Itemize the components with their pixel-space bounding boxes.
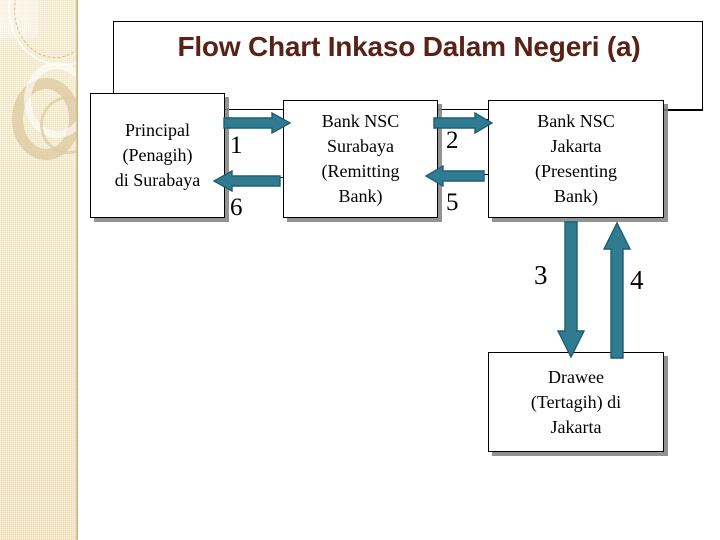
arrow-step-4 — [602, 221, 632, 359]
node-presenting-bank: Bank NSC Jakarta (Presenting Bank) — [488, 100, 664, 218]
step-label-1: 1 — [230, 132, 243, 159]
panel-edge-line — [76, 0, 78, 540]
node-remitting-bank: Bank NSC Surabaya (Remitting Bank) — [283, 100, 438, 218]
step-label-6: 6 — [230, 194, 243, 221]
template-side-panel — [0, 0, 78, 540]
node-drawee: Drawee (Tertagih) di Jakarta — [488, 352, 664, 452]
arrow-step-6 — [212, 170, 281, 192]
arrow-step-5 — [424, 165, 485, 187]
node-remitting-line-3: (Remitting — [321, 161, 400, 181]
node-principal-line-3: di Surabaya — [114, 170, 201, 190]
node-drawee-text: Drawee (Tertagih) di Jakarta — [527, 365, 625, 440]
node-remitting-line-1: Bank NSC — [321, 111, 400, 131]
node-presenting-line-3: (Presenting — [535, 161, 617, 181]
arrow-step-3 — [556, 221, 586, 359]
node-drawee-line-3: Jakarta — [550, 416, 602, 437]
node-drawee-line-2: (Tertagih) di — [530, 391, 622, 412]
connector-line-title-to-principal — [113, 60, 114, 94]
node-remitting-line-4: Bank) — [338, 186, 383, 206]
decorative-ring-small — [40, 96, 78, 154]
node-remitting-text: Bank NSC Surabaya (Remitting Bank) — [318, 109, 404, 209]
node-remitting-line-2: Surabaya — [327, 136, 394, 156]
step-label-2: 2 — [446, 127, 459, 154]
page-title: Flow Chart Inkaso Dalam Negeri (a) — [177, 31, 641, 62]
step-label-5: 5 — [446, 189, 459, 216]
step-label-4: 4 — [630, 265, 644, 295]
node-presenting-line-4: Bank) — [553, 186, 598, 206]
arrow-step-2 — [433, 112, 494, 134]
node-presenting-line-2: Jakarta — [550, 136, 602, 156]
node-principal-line-1: Principal — [124, 120, 190, 140]
arrow-step-1 — [223, 112, 292, 134]
connector-line-presenting-drawee — [664, 110, 703, 111]
node-principal-line-2: (Penagih) — [122, 145, 193, 165]
node-principal-text: Principal (Penagih) di Surabaya — [111, 118, 204, 193]
node-presenting-text: Bank NSC Jakarta (Presenting Bank) — [531, 109, 621, 209]
node-drawee-line-1: Drawee — [548, 366, 604, 387]
step-label-3: 3 — [534, 260, 548, 290]
node-presenting-line-1: Bank NSC — [537, 111, 615, 131]
node-principal: Principal (Penagih) di Surabaya — [90, 93, 225, 218]
